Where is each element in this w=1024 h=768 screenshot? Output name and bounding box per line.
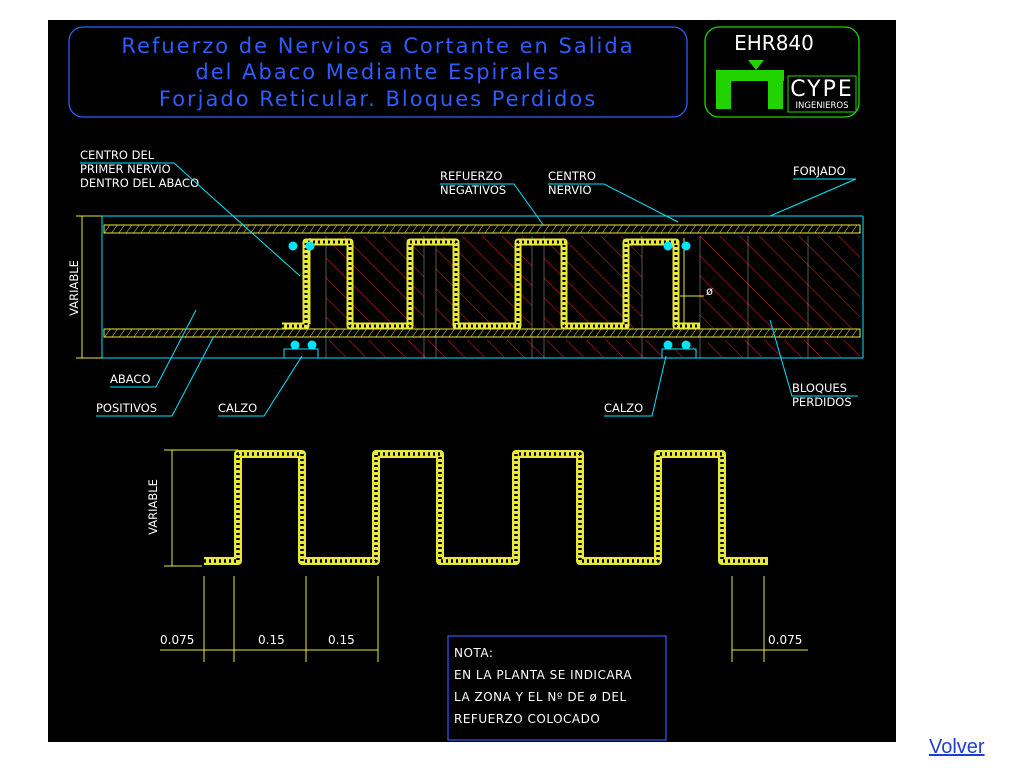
label-calzo-left: CALZO	[218, 401, 257, 415]
nota-line-4: REFUERZO COLOCADO	[454, 712, 600, 726]
espiral-detalle	[204, 450, 768, 565]
rebar-dot	[288, 241, 298, 251]
label-refuerzo-2: NEGATIVOS	[440, 183, 506, 197]
nota-frame	[447, 635, 667, 741]
label-centro-primer-1: CENTRO DEL	[80, 148, 155, 162]
slab-section: VARIABLE ø	[67, 215, 864, 359]
label-phi: ø	[706, 284, 713, 298]
title-line-3: Forjado Reticular. Bloques Perdidos	[159, 87, 597, 111]
spiral-detail: VARIABLE 0.075 0.15 0.15 0.075	[146, 449, 808, 662]
rebar-dot	[663, 241, 673, 251]
nota-line-3: LA ZONA Y EL Nº DE ø DEL	[454, 690, 627, 704]
cype-logo: EHR840 CYPE INGENIEROS	[704, 26, 860, 118]
label-bloques-2: PERDIDOS	[792, 395, 852, 409]
nota-line-2: EN LA PLANTA SE INDICARA	[454, 668, 632, 682]
dimension-4: 0.075	[768, 633, 802, 647]
nota-box: NOTA: EN LA PLANTA SE INDICARA LA ZONA Y…	[447, 635, 667, 741]
label-variable-section: VARIABLE	[67, 260, 81, 316]
label-refuerzo-1: REFUERZO	[440, 169, 502, 183]
title-block: Refuerzo de Nervios a Cortante en Salida…	[68, 26, 688, 118]
logo-brand: CYPE	[790, 77, 854, 102]
logo-brand-box	[787, 75, 857, 113]
logo-code: EHR840	[734, 31, 814, 55]
label-centro-nervio-1: CENTRO	[548, 169, 596, 183]
calzo-right	[661, 348, 697, 359]
label-centro-nervio-2: NERVIO	[548, 183, 592, 197]
label-positivos: POSITIVOS	[96, 401, 157, 415]
nota-line-1: NOTA:	[454, 646, 493, 660]
rebar-dot	[681, 340, 691, 350]
label-forjado: FORJADO	[793, 164, 846, 178]
label-abaco: ABACO	[110, 372, 151, 386]
label-calzo-right: CALZO	[604, 401, 643, 415]
rebar-dot	[307, 340, 317, 350]
label-centro-primer-3: DENTRO DEL ABACO	[80, 176, 199, 190]
positivos-bar	[103, 328, 861, 338]
bloque-perdido-5	[326, 340, 698, 357]
rebar-dot	[663, 340, 673, 350]
label-centro-primer-2: PRIMER NERVIO	[80, 162, 171, 176]
logo-left-leg	[716, 81, 731, 109]
refuerzo-negativos-bar	[103, 224, 861, 234]
rebar-dot	[305, 241, 315, 251]
logo-right-leg	[768, 81, 783, 109]
dimension-1: 0.075	[160, 633, 194, 647]
title-line-1: Refuerzo de Nervios a Cortante en Salida	[121, 34, 634, 58]
volver-link[interactable]: Volver	[929, 736, 985, 758]
label-bloques-1: BLOQUES	[792, 381, 847, 395]
callouts: CENTRO DEL PRIMER NERVIO DENTRO DEL ABAC…	[80, 148, 858, 417]
title-line-2: del Abaco Mediante Espirales	[195, 60, 560, 84]
logo-frame	[704, 26, 860, 118]
dimension-3: 0.15	[328, 633, 355, 647]
logo-bar	[716, 70, 784, 81]
bloque-perdido-6	[708, 340, 860, 357]
label-variable-detail: VARIABLE	[146, 479, 160, 535]
rebar-dot	[681, 241, 691, 251]
bloque-perdido-4	[700, 236, 860, 328]
title-frame	[68, 26, 688, 118]
rebar-dot	[290, 340, 300, 350]
dimension-2: 0.15	[258, 633, 285, 647]
cad-drawing: Refuerzo de Nervios a Cortante en Salida…	[48, 20, 896, 742]
logo-subbrand: INGENIEROS	[795, 101, 848, 111]
logo-triangle-icon	[748, 60, 764, 70]
